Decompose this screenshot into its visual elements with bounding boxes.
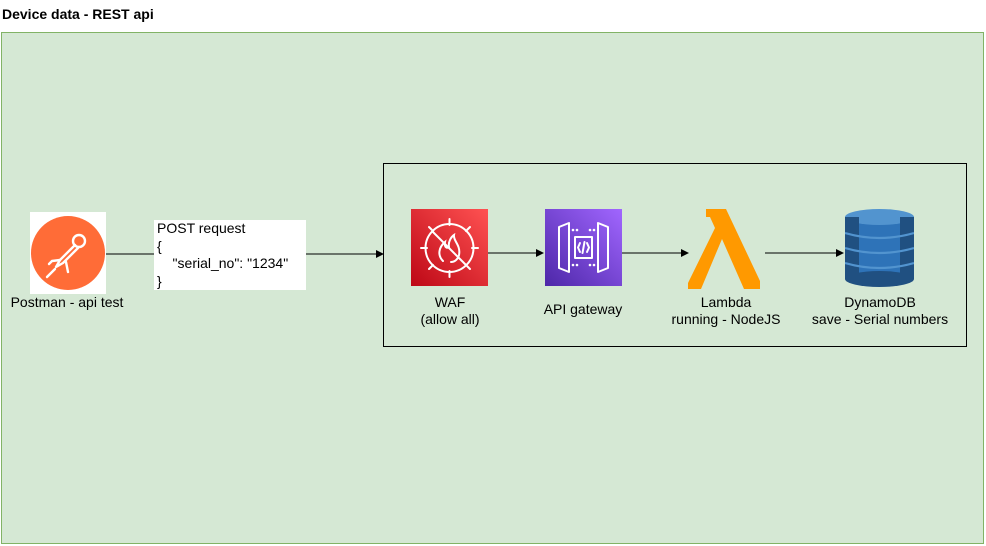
lambda-label-line: Lambda <box>700 294 752 310</box>
request-box: POST request { "serial_no": "1234" } <box>154 220 306 290</box>
dynamodb-label-line: save - Serial numbers <box>811 311 949 327</box>
waf-label-line: (allow all) <box>420 311 480 327</box>
dynamodb-label: DynamoDB save - Serial numbers <box>800 294 960 328</box>
request-line: POST request <box>157 220 246 236</box>
api-gateway-icon <box>545 209 622 286</box>
waf-label: WAF (allow all) <box>390 294 510 328</box>
lambda-label-line: running - NodeJS <box>671 311 781 327</box>
waf-label-line: WAF <box>434 294 466 310</box>
dynamodb-label-line: DynamoDB <box>844 294 916 310</box>
request-line: { <box>157 237 162 254</box>
waf-icon <box>411 209 488 286</box>
lambda-icon <box>688 209 760 289</box>
api-gateway-label: API gateway <box>543 301 623 317</box>
request-line: "serial_no": "1234" <box>157 255 289 271</box>
request-line: } <box>157 272 162 289</box>
postman-label: Postman - api test <box>10 294 124 310</box>
lambda-label: Lambda running - NodeJS <box>656 294 796 328</box>
dynamodb-icon <box>845 209 914 287</box>
postman-icon <box>31 216 105 290</box>
diagram-title: Device data - REST api <box>2 6 154 22</box>
